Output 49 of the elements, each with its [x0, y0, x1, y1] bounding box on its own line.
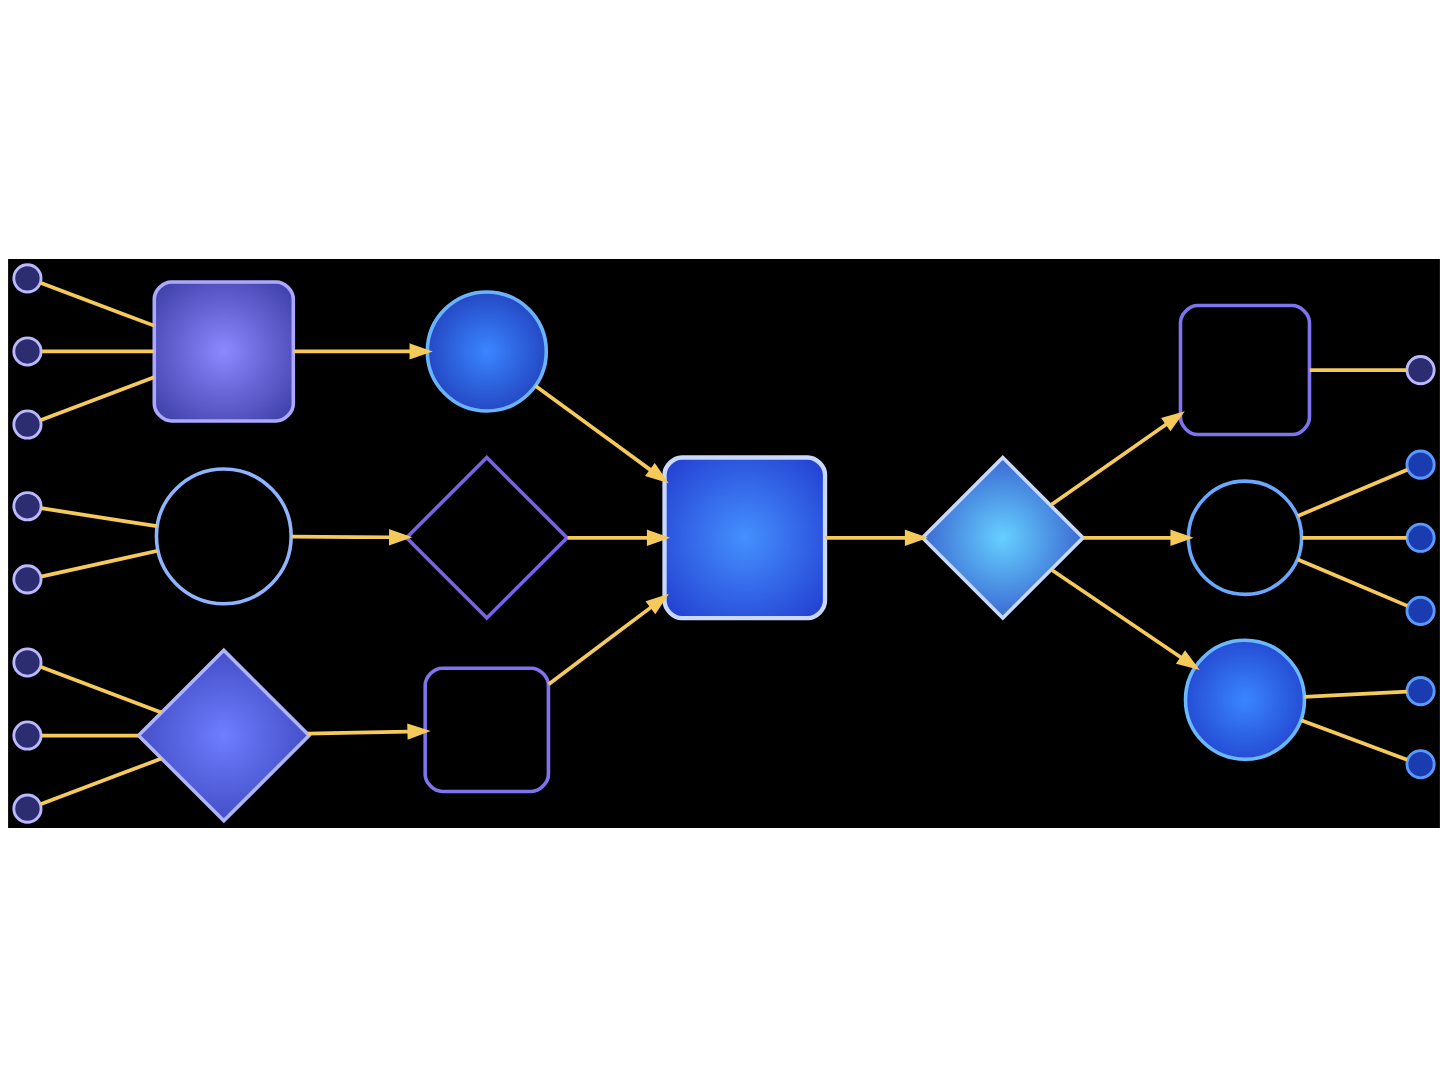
node-circle [1405, 748, 1436, 779]
node-circle [1405, 449, 1436, 480]
node-circle [1405, 354, 1436, 385]
node-circle [12, 646, 43, 677]
node-circle [1186, 478, 1304, 596]
node-circle [12, 793, 43, 824]
node-circle [425, 289, 549, 413]
connector [1300, 717, 1408, 761]
node-circle [1405, 675, 1436, 706]
node-circle [154, 466, 293, 605]
arrow [1050, 567, 1200, 670]
node-circle [12, 720, 43, 751]
node-circle [12, 335, 43, 366]
arrow [293, 342, 433, 360]
node-circle [12, 262, 43, 293]
node-box [1178, 303, 1312, 436]
connector [1304, 689, 1408, 699]
connector [40, 548, 159, 578]
connector [1297, 557, 1409, 608]
arrow [547, 593, 669, 686]
node-circle [12, 490, 43, 521]
connector [39, 664, 162, 714]
connector [1302, 535, 1407, 540]
node-circle [12, 409, 43, 440]
connector [39, 756, 162, 806]
node-diamond [919, 454, 1086, 621]
arrow [1083, 529, 1194, 546]
connector [41, 733, 139, 737]
node-diamond [136, 647, 312, 823]
connector [40, 505, 158, 528]
connector [1309, 367, 1407, 372]
node-box [423, 665, 551, 793]
connector [41, 349, 155, 353]
node-circle [1183, 637, 1307, 761]
arrow [291, 528, 413, 545]
connector [39, 375, 155, 422]
node-box [662, 454, 828, 620]
arrow [534, 384, 669, 483]
connector [1297, 467, 1409, 518]
arrow [1049, 410, 1185, 507]
arrow [825, 529, 929, 546]
node-circle [1405, 522, 1436, 553]
node-diamond [404, 454, 570, 621]
connector [39, 280, 155, 327]
arrow [567, 529, 671, 546]
node-box [152, 279, 296, 423]
arrow [307, 722, 431, 740]
node-circle [1405, 595, 1436, 626]
node-circle [12, 563, 43, 594]
